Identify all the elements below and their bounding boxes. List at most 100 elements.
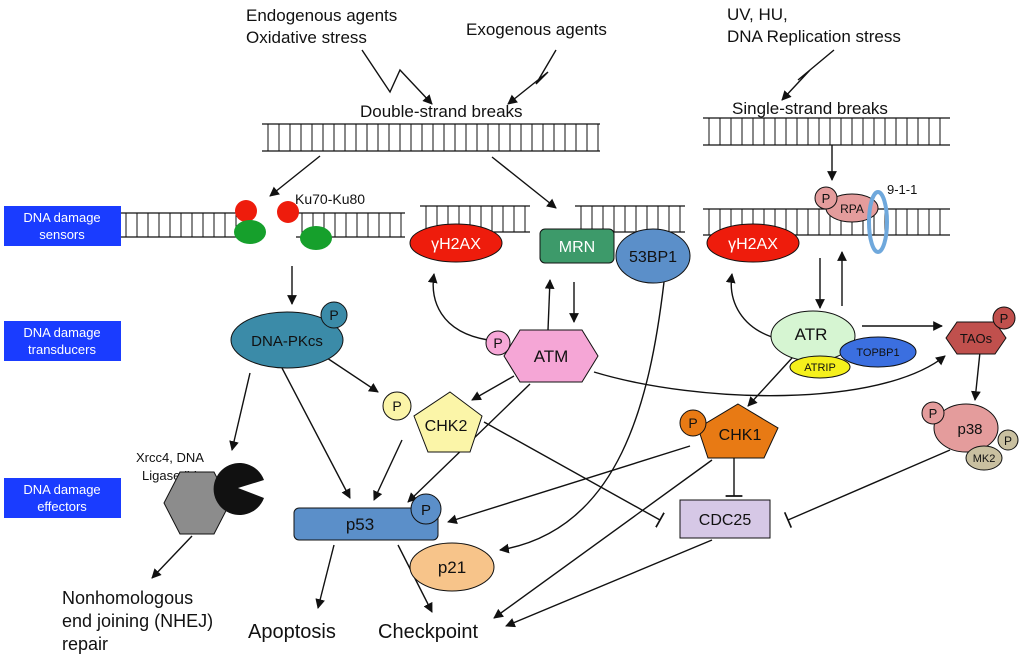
atrip-node [789, 355, 851, 379]
sensors-box: DNA damage sensors [4, 206, 121, 246]
arrow-atm-taos [593, 355, 946, 397]
dnapkcs-phospho-label: P [329, 307, 338, 323]
gh2ax-left-label: γH2AX [431, 236, 481, 253]
taos-label: TAOs [960, 331, 993, 346]
lightning-endogenous [361, 49, 433, 105]
single-strand-breaks-label: Single-strand breaks [732, 99, 888, 118]
nhej-label-2: end joining (NHEJ) [62, 611, 213, 631]
rpa-phospho-label: P [822, 191, 831, 206]
double-strand-breaks-label: Double-strand breaks [360, 102, 523, 121]
arrow-atr-gh2ax [725, 273, 783, 341]
arrow-atm-chk2 [471, 375, 515, 401]
arrow-dsb-mrn [491, 156, 557, 209]
nine-one-one-ring [867, 190, 889, 254]
checkpoint-label: Checkpoint [378, 621, 479, 643]
xrcc4-hexagon [163, 471, 231, 535]
inhibit-mk2-cdc25 [783, 449, 951, 529]
chk1-label: CHK1 [719, 427, 762, 444]
uv-label-2: DNA Replication stress [727, 27, 901, 46]
ku70-left [235, 200, 257, 222]
apoptosis-label: Apoptosis [248, 621, 336, 643]
lightning-uv [781, 49, 835, 101]
arrow-p53-apoptosis [315, 544, 335, 609]
nhej-label-3: repair [62, 634, 108, 654]
ku80-right [300, 226, 332, 250]
chk1-phospho [679, 409, 707, 437]
svg-text:DNA damage: DNA damage [23, 210, 100, 225]
svg-text:DNA damage: DNA damage [23, 325, 100, 340]
arrow-atm-gh2ax [427, 273, 489, 341]
exogenous-label: Exogenous agents [466, 20, 607, 39]
mk2-phospho [997, 429, 1019, 451]
chk2-label: CHK2 [425, 418, 468, 435]
mrn-label: MRN [559, 239, 595, 256]
53bp1-label: 53BP1 [629, 249, 677, 266]
p53-node [293, 507, 439, 541]
arrow-chk1-checkpoint [493, 459, 713, 619]
atm-phospho-label: P [493, 335, 502, 351]
dnapkcs-label: DNA-PKcs [251, 333, 323, 350]
chk1-phospho-label: P [688, 415, 697, 431]
arrow-atr-chk1 [747, 357, 793, 407]
arrow-cdc25-checkpoint [505, 539, 713, 628]
svg-text:DNA damage: DNA damage [23, 482, 100, 497]
inhibit-chk2-cdc25 [483, 421, 665, 528]
lightning-exogenous [507, 49, 557, 105]
atr-label: ATR [795, 325, 828, 344]
p21-node [409, 542, 495, 592]
ladder-dsb-top [262, 123, 600, 152]
svg-text:effectors: effectors [37, 499, 87, 514]
dnapkcs-node [230, 311, 344, 369]
xrcc4-label-1: Xrcc4, DNA [136, 450, 204, 465]
mk2-phospho-label: P [1004, 434, 1012, 448]
chk2-phospho-label: P [392, 398, 401, 414]
atm-phospho [485, 330, 511, 356]
endogenous-label-2: Oxidative stress [246, 28, 367, 47]
arrow-atm-mrn [544, 279, 555, 331]
taos-phospho [992, 306, 1016, 330]
topbp1-node [839, 336, 917, 368]
gh2ax-right-label: γH2AX [728, 236, 778, 253]
rpa-phospho [814, 186, 838, 210]
connections [151, 145, 981, 628]
arrow-chk2-p53 [373, 439, 403, 501]
taos-phospho-label: P [1000, 311, 1009, 326]
p38-label: p38 [957, 421, 982, 438]
atm-node [503, 329, 599, 383]
transducers-box: DNA damage transducers [4, 321, 121, 361]
atm-label: ATM [534, 347, 569, 366]
rpa-label: RPA [840, 202, 864, 216]
arrow-dsb-ku [269, 155, 321, 197]
ku80-left [234, 220, 266, 244]
p53-phospho [410, 493, 442, 525]
p38-phospho-label: P [929, 406, 938, 421]
topbp1-label: TOPBP1 [856, 347, 899, 359]
ku-label: Ku70-Ku80 [295, 191, 365, 207]
p21-label: p21 [438, 558, 466, 577]
gh2ax-right-node [706, 223, 800, 263]
cdc25-label: CDC25 [699, 512, 752, 529]
p53-phospho-label: P [421, 502, 431, 519]
arrow-chk1-p53 [447, 445, 691, 525]
arrow-53bp1-p21 [499, 281, 665, 554]
endogenous-label-1: Endogenous agents [246, 6, 397, 25]
uv-label-1: UV, HU, [727, 5, 788, 24]
svg-text:sensors: sensors [39, 227, 85, 242]
ku70-right [277, 201, 299, 223]
ligase-iv-pacman [213, 463, 264, 516]
arrow-dnapkcs-p53 [281, 367, 351, 499]
p38-phospho [921, 401, 945, 425]
mk2-node [965, 445, 1003, 471]
mrn-node [539, 228, 615, 264]
gh2ax-left-node [409, 223, 503, 263]
p53-label: p53 [346, 515, 374, 534]
dnapkcs-phospho [320, 301, 348, 329]
arrow-dnapkcs-xrcc4 [229, 372, 251, 451]
nhej-label-1: Nonhomologous [62, 588, 193, 608]
nine-one-one-label: 9-1-1 [887, 182, 917, 197]
53bp1-node [615, 228, 691, 284]
ladder-ssb-top [703, 117, 950, 146]
arrow-xrcc4-nhej [151, 535, 193, 579]
effectors-box: DNA damage effectors [4, 478, 121, 518]
